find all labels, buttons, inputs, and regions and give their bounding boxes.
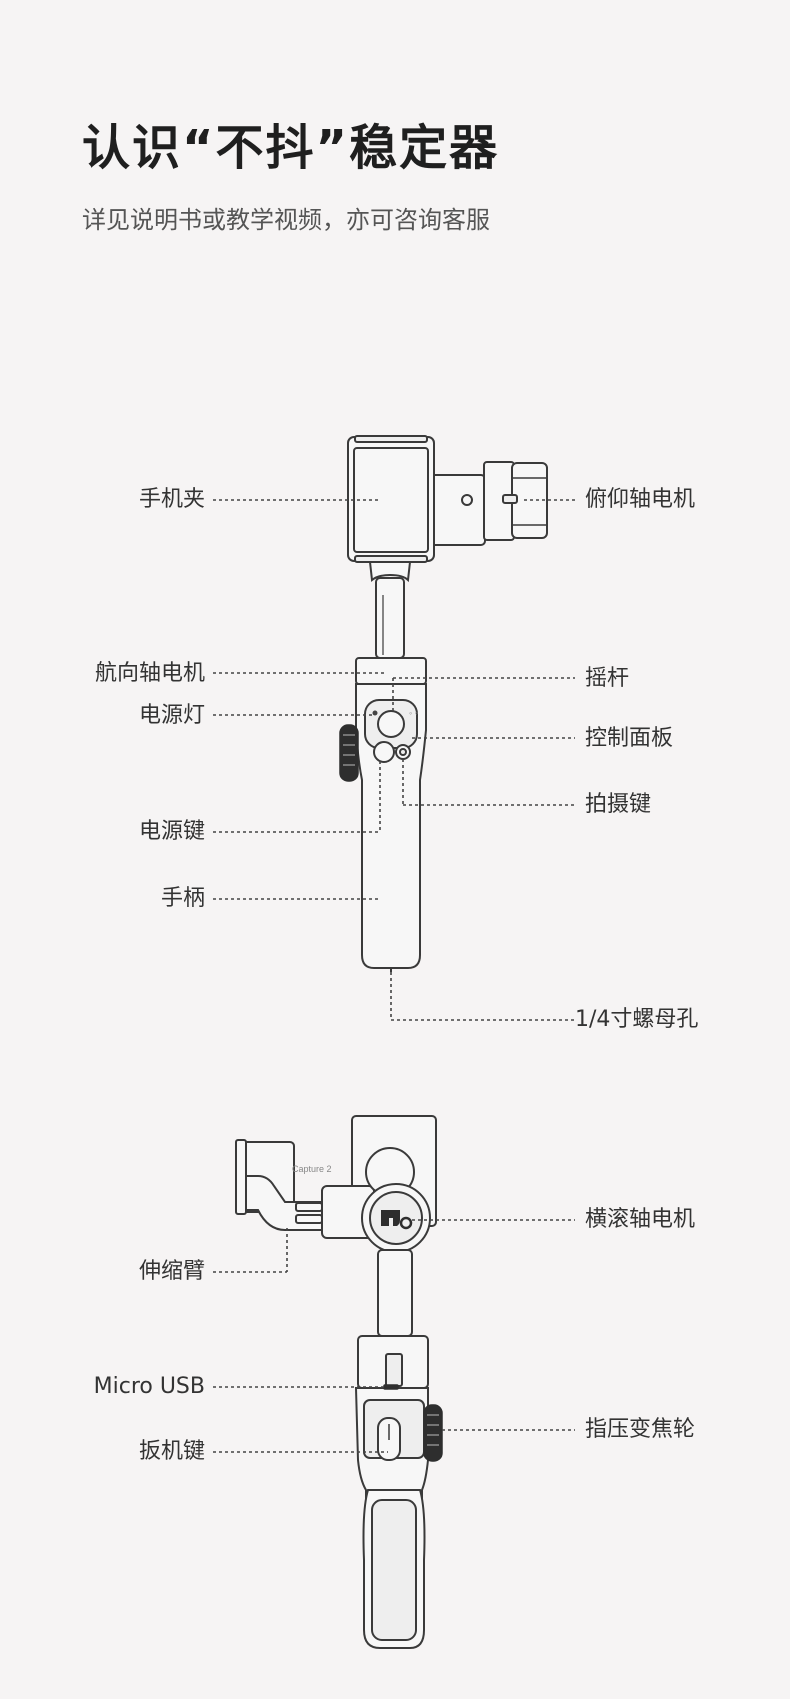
- label-handle: 手柄: [160, 886, 205, 911]
- label-power-button: 电源键: [138, 819, 205, 844]
- label-joystick: 摇杆: [585, 666, 630, 691]
- side-view-drawing: Capture 2: [235, 1115, 443, 1649]
- label-phone-clamp: 手机夹: [138, 487, 205, 512]
- front-view-drawing: ◦ ◦: [339, 435, 548, 972]
- page-title: 认识“不抖”稳定器: [82, 120, 500, 176]
- page-subtitle: 详见说明书或教学视频，亦可咨询客服: [82, 206, 490, 234]
- label-shutter-button: 拍摄键: [585, 792, 652, 817]
- label-power-light: 电源灯: [138, 703, 205, 728]
- label-extension-arm: 伸缩臂: [138, 1259, 205, 1284]
- front-view-leaders: [213, 499, 575, 1021]
- label-micro-usb: Micro USB: [93, 1374, 205, 1399]
- label-tripod-hole: 1/4寸螺母孔: [575, 1007, 699, 1032]
- label-control-panel: 控制面板: [585, 726, 674, 751]
- label-roll-motor: 横滚轴电机: [585, 1207, 696, 1232]
- svg-text:◦ ◦: ◦ ◦: [409, 708, 418, 718]
- label-zoom-wheel: 指压变焦轮: [585, 1417, 696, 1442]
- label-tilt-motor: 俯仰轴电机: [585, 487, 696, 512]
- side-view-leaders: [213, 1219, 575, 1453]
- label-trigger: 扳机键: [138, 1439, 205, 1464]
- device-brand-text: Capture 2: [292, 1164, 332, 1174]
- label-pan-motor: 航向轴电机: [94, 661, 205, 686]
